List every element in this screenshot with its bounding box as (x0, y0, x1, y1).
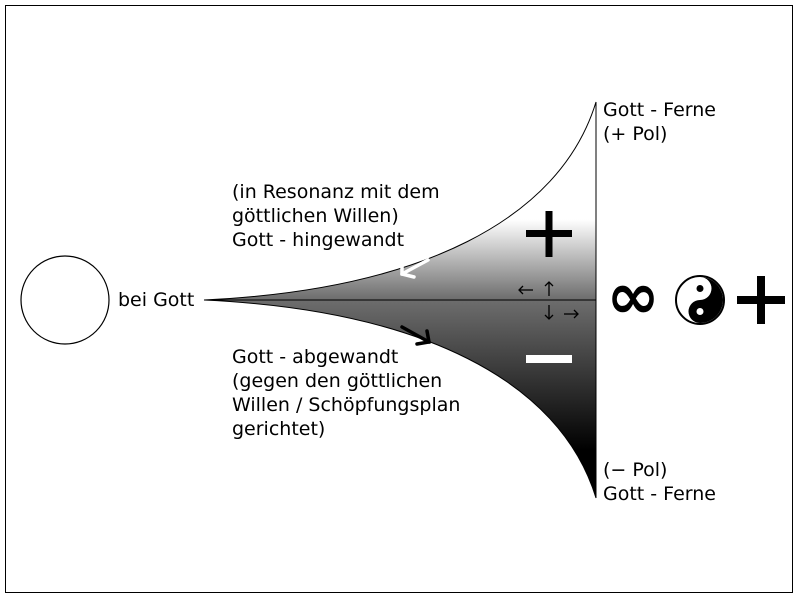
top-pole-title: Gott - Ferne (603, 99, 716, 121)
lower-arrow-icon (400, 325, 432, 346)
god-circle (20, 255, 110, 345)
diagram-frame (5, 5, 793, 593)
infinity-icon: ∞ (606, 260, 659, 334)
plus-sign-funnel (526, 211, 572, 257)
upper-desc-line-2: göttlichen Willen) (232, 205, 399, 227)
lower-desc-line-4: gerichtet) (232, 418, 326, 440)
lower-desc-line-1: Gott - abgewandt (232, 346, 399, 368)
small-up-arrow-icon (544, 281, 554, 296)
upper-desc-line-3: Gott - hingewandt (232, 229, 405, 251)
yin-yang-icon (675, 275, 725, 325)
top-pole-sign: (+ Pol) (603, 123, 668, 145)
plus-sign-right (737, 276, 785, 324)
upper-arrow-icon (400, 258, 430, 279)
lower-desc-line-2: (gegen den göttlichen (232, 370, 443, 392)
small-left-arrow-icon (518, 285, 533, 295)
bottom-pole-title: Gott - Ferne (603, 483, 716, 505)
small-right-arrow-icon (564, 309, 579, 319)
minus-sign-funnel (526, 355, 572, 363)
bottom-pole-sign: (− Pol) (603, 459, 668, 481)
lower-desc-line-3: Willen / Schöpfungsplan (232, 394, 461, 416)
small-down-arrow-icon (544, 305, 554, 320)
upper-desc-line-1: (in Resonanz mit dem (232, 181, 440, 203)
bei-gott-label: bei Gott (118, 289, 195, 311)
